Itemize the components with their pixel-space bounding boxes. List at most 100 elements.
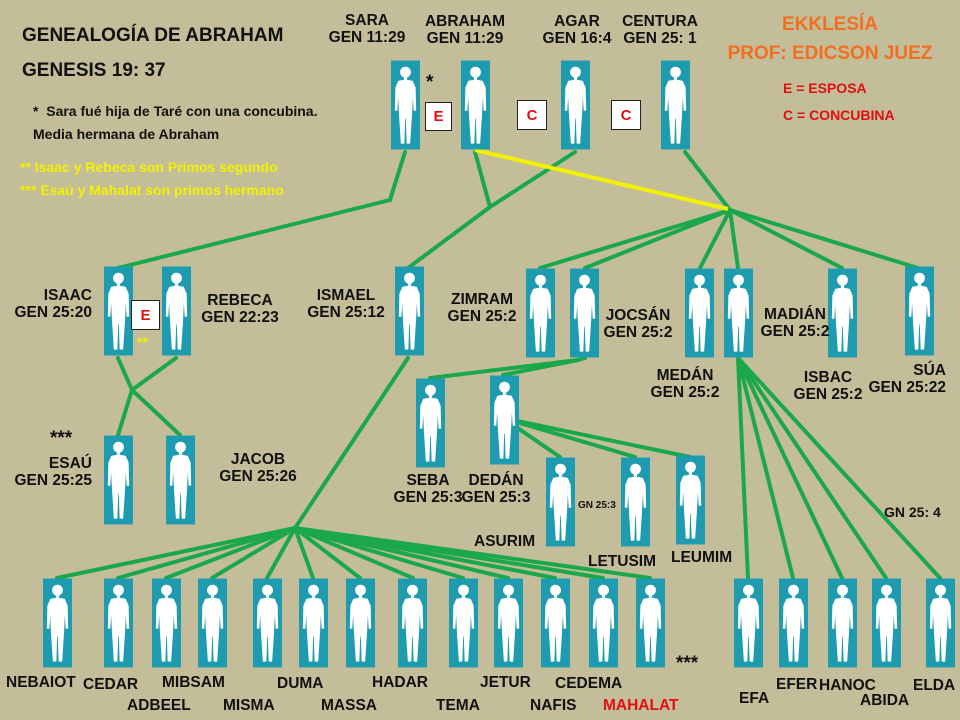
son-massa: MASSA [321, 697, 377, 714]
ref-centura: GEN 25: 1 [623, 30, 697, 48]
connector-line [293, 356, 410, 530]
connector-line [728, 208, 740, 270]
bible-reference: GENESIS 19: 37 [22, 60, 166, 81]
primos-asterisks: ** [137, 334, 148, 350]
ref-abraham: GEN 11:29 [426, 30, 504, 48]
esau-asterisks: *** [50, 428, 73, 449]
figure-ismael-person-silhouette-icon [395, 266, 424, 356]
diagram-title: GENEALOGÍA DE ABRAHAM [22, 25, 284, 46]
son-misma: MISMA [223, 697, 275, 714]
connector-line [728, 208, 920, 270]
name-centura: CENTURA [622, 13, 698, 30]
ref-sua: GEN 25:22 [868, 379, 946, 397]
figure-medan-person-silhouette-icon [685, 268, 714, 358]
son-tema: TEMA [436, 697, 480, 714]
ref-esau: GEN 25:25 [14, 472, 92, 490]
connector-line [698, 208, 732, 270]
connector-line [583, 208, 732, 270]
son-nafis: NAFIS [530, 697, 577, 714]
figure-seba-person-silhouette-icon [416, 378, 445, 468]
name-abraham: ABRAHAM [424, 13, 506, 30]
figure-efer-person-silhouette-icon [779, 578, 808, 668]
figure-mibsam-person-silhouette-icon [198, 578, 227, 668]
name-agar: AGAR [554, 13, 600, 30]
figure-jetur-person-silhouette-icon [494, 578, 523, 668]
name-isaac: ISAAC [43, 287, 92, 304]
figure-sara-person-silhouette-icon [391, 60, 420, 150]
son-jetur: JETUR [480, 674, 531, 691]
relation-box-sara: E [425, 102, 452, 131]
connector-line [501, 358, 580, 377]
name-letusim: LETUSIM [588, 553, 657, 570]
note-line-1: Sara fué hija de Taré con una concubina. [46, 103, 318, 119]
abraham-centura-line [474, 148, 729, 211]
ref-seba: GEN 25:3 [393, 489, 463, 507]
figure-misma-person-silhouette-icon [253, 578, 282, 668]
name-jocsan: JOCSÁN [605, 307, 671, 324]
son-efer: EFER [776, 676, 818, 693]
name-jacob: JACOB [230, 451, 286, 468]
ref-jacob: GEN 25:26 [219, 468, 297, 486]
figure-centura-person-silhouette-icon [661, 60, 690, 150]
name-leumim: LEUMIM [671, 549, 733, 566]
connector-lines [55, 148, 942, 580]
figure-agar-person-silhouette-icon [561, 60, 590, 150]
name-seba: SEBA [406, 472, 450, 489]
ref-zimram: GEN 25:2 [447, 308, 517, 326]
connector-line [293, 526, 315, 580]
connector-line [728, 208, 844, 270]
ref-madian: GEN 25:2 [760, 323, 830, 341]
name-medan: MEDÁN [656, 367, 714, 384]
ref-asurim: GN 25:3 [578, 500, 616, 511]
figure-efa-person-silhouette-icon [734, 578, 763, 668]
name-zimram: ZIMRAM [451, 291, 513, 308]
figure-nebaiot-person-silhouette-icon [43, 578, 72, 668]
legend-concubine: C = CONCUBINA [783, 107, 895, 123]
ref-jocsan: GEN 25:2 [603, 324, 673, 342]
figure-mahalat-person-silhouette-icon [636, 578, 665, 668]
relation-box-rebeca: E [131, 300, 160, 330]
legend-wife: E = ESPOSA [783, 80, 867, 96]
figure-madian-person-silhouette-icon [724, 268, 753, 358]
connector-line [501, 416, 692, 459]
ref-ismael: GEN 25:12 [307, 304, 385, 322]
figure-asurim-person-silhouette-icon [546, 457, 575, 547]
name-isbac: ISBAC [803, 369, 853, 386]
ref-medan: GEN 25:2 [650, 384, 720, 402]
figure-letusim-person-silhouette-icon [621, 457, 650, 547]
note-line-2: Media hermana de Abraham [33, 126, 220, 142]
figure-isaac-person-silhouette-icon [104, 266, 133, 356]
author-name: PROF: EDICSON JUEZ [727, 43, 933, 64]
son-hadar: HADAR [372, 674, 428, 691]
connector-line [736, 356, 750, 580]
connector-line [538, 208, 732, 270]
connector-line [683, 150, 732, 212]
connector-line [293, 526, 652, 580]
connector-line [736, 356, 942, 580]
connector-line [130, 388, 182, 437]
ref-agar: GEN 16:4 [542, 30, 612, 48]
son-mahalat: MAHALAT [603, 697, 679, 714]
relation-box-centura: C [611, 100, 641, 130]
connector-line [164, 526, 297, 580]
son-hanoc: HANOC [819, 677, 876, 694]
figure-hanoc-person-silhouette-icon [828, 578, 857, 668]
son-cedema: CEDEMA [555, 675, 623, 692]
son-duma: DUMA [277, 675, 324, 692]
connector-line [488, 150, 577, 209]
figure-duma-person-silhouette-icon [299, 578, 328, 668]
figure-hadar-person-silhouette-icon [398, 578, 427, 668]
